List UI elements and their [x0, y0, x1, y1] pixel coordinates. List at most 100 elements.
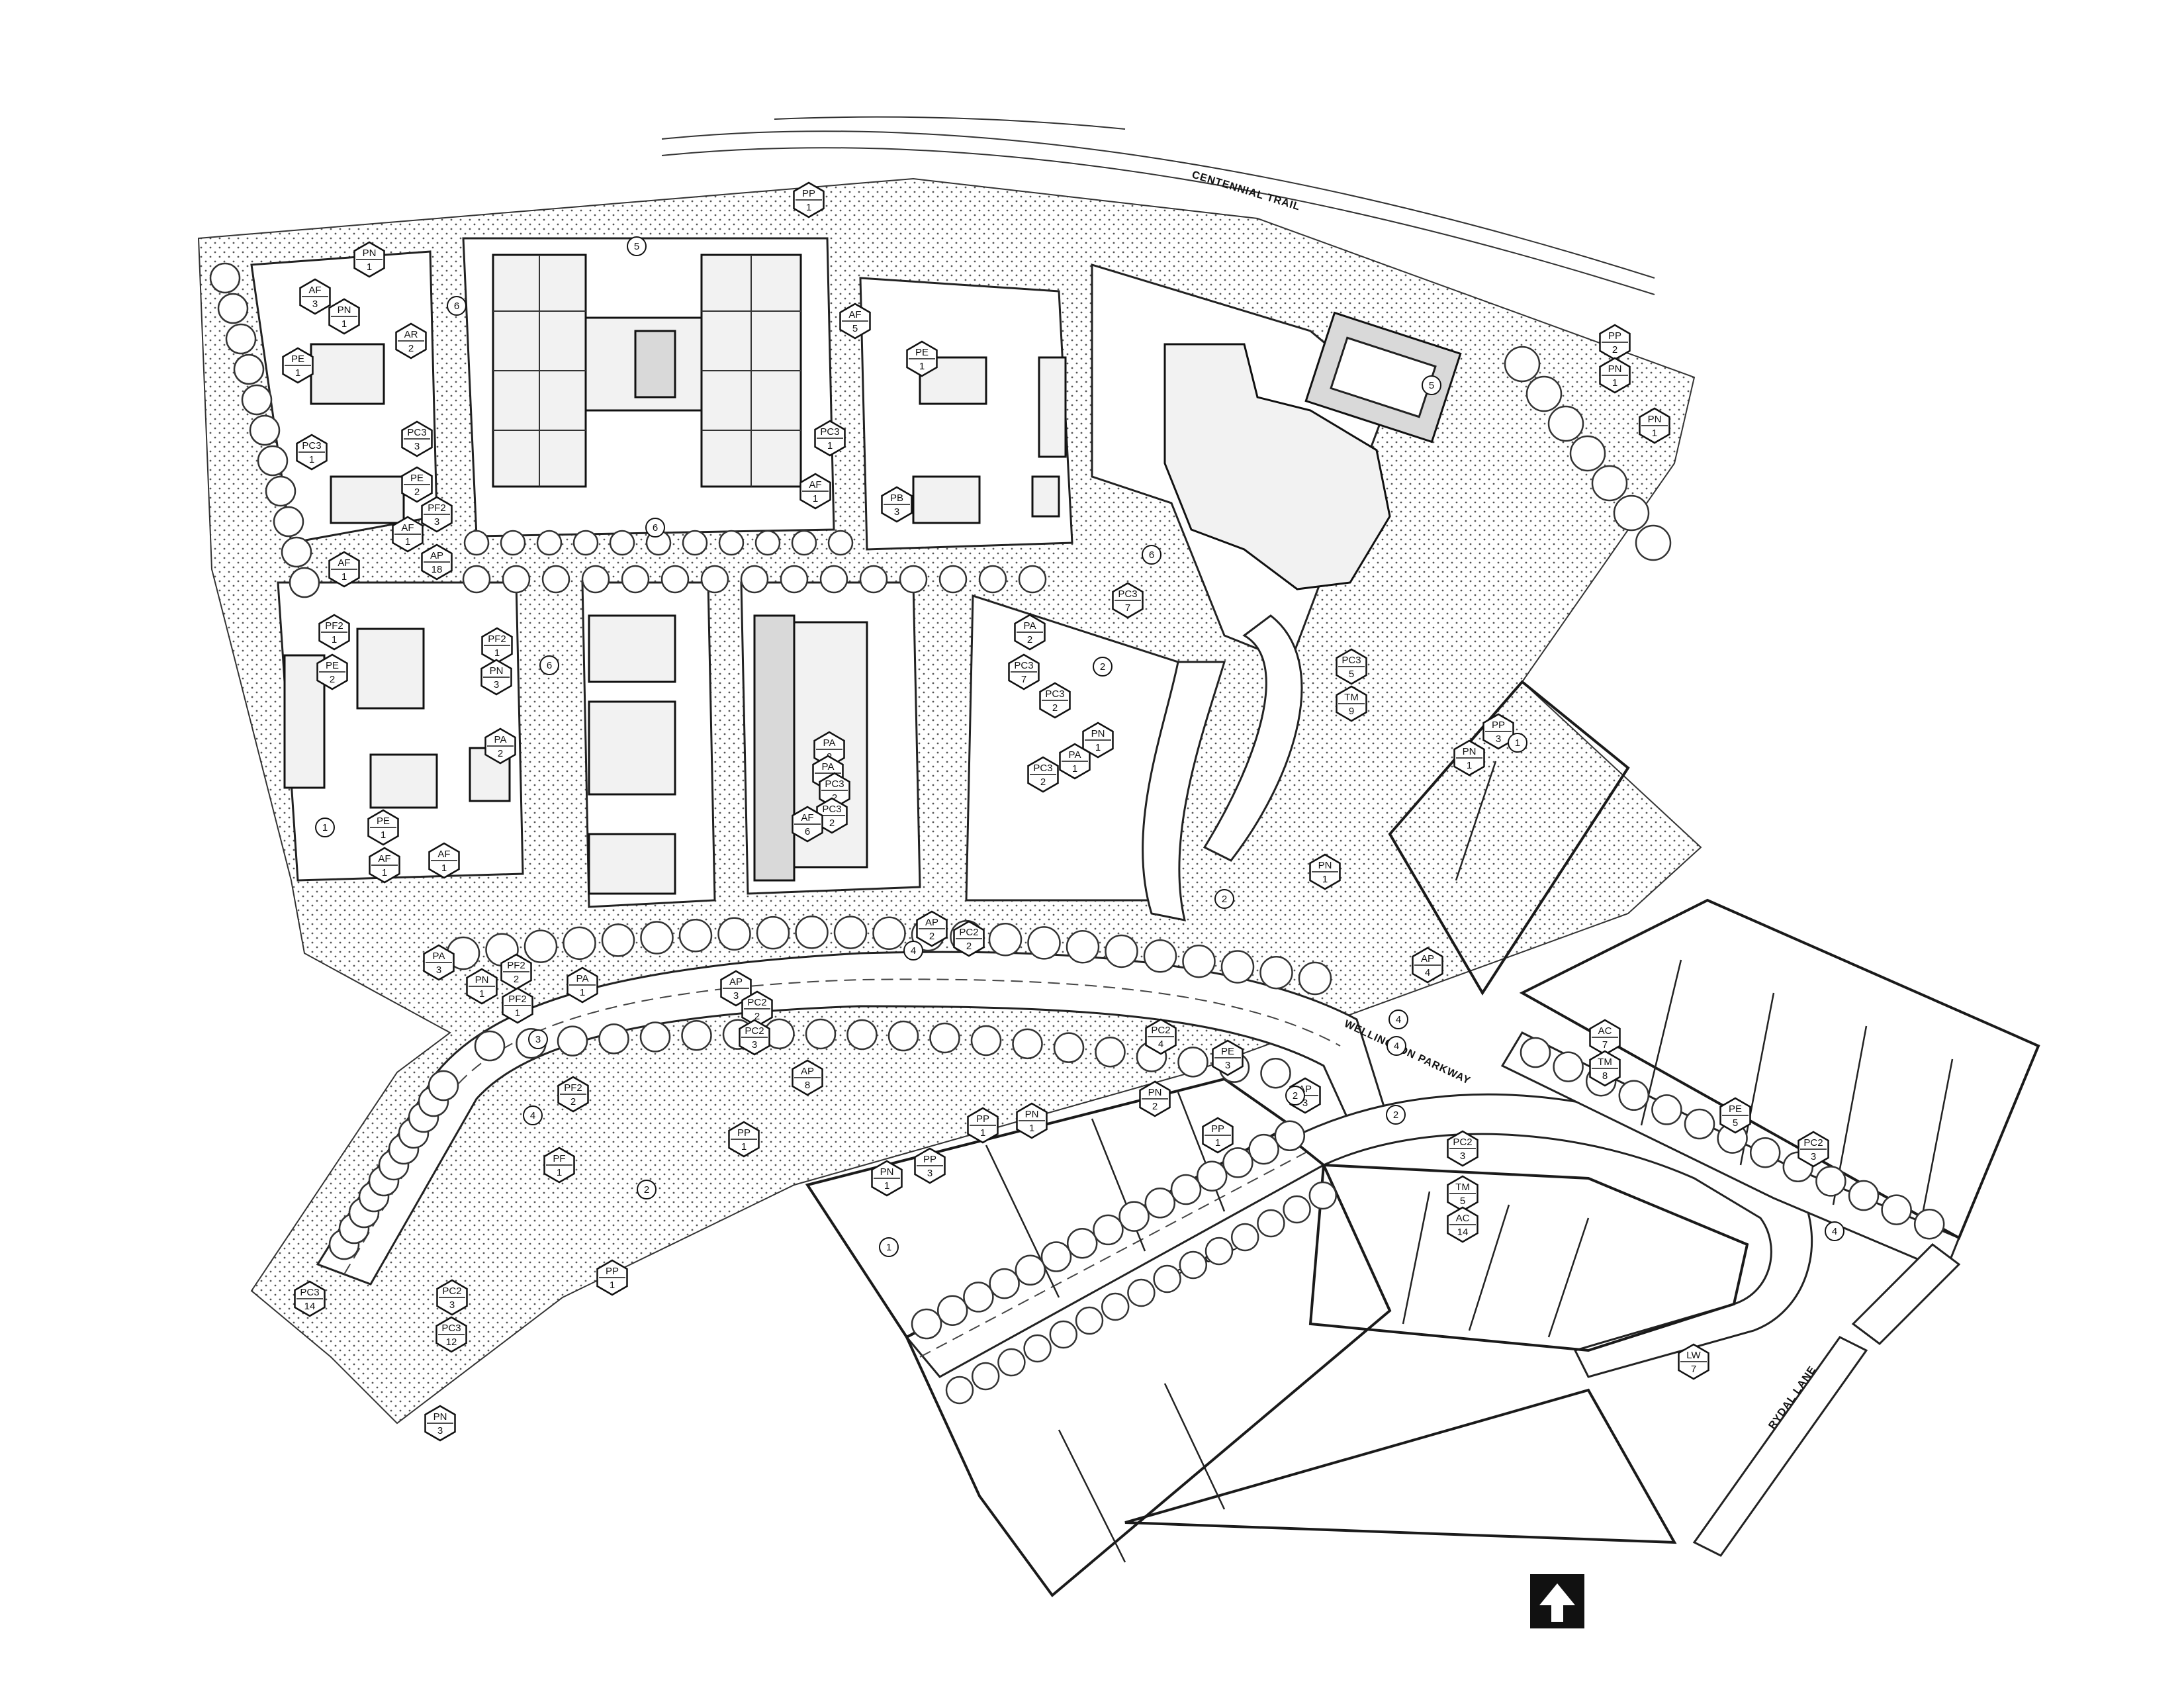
plant-tag-code: PN	[363, 248, 377, 259]
plant-tag-quantity: 3	[494, 679, 499, 690]
tree-symbol	[1520, 1037, 1551, 1068]
plant-tag: PP1	[793, 181, 825, 218]
detail-callout-circle	[1825, 1221, 1844, 1241]
plant-tag-quantity: 7	[1691, 1364, 1696, 1375]
tree-symbol	[780, 565, 809, 594]
plant-tag-code: PP	[1211, 1123, 1224, 1135]
plant-tag: AF 3	[299, 278, 331, 315]
plant-tag-code: PC2	[1803, 1137, 1823, 1149]
detail-callout-circle	[528, 1029, 548, 1049]
tree-symbol	[500, 530, 526, 556]
plant-tag-code: PF	[553, 1153, 565, 1164]
plant-tag-code: PC3	[1118, 588, 1137, 600]
plant-tag-quantity: 1	[1072, 763, 1077, 774]
detail-callout-number: 1	[886, 1242, 891, 1253]
plant-tag: PA 2	[484, 727, 516, 765]
detail-callout: 4	[523, 1105, 543, 1125]
tree-symbol	[1222, 1147, 1253, 1178]
tree-symbol	[572, 530, 599, 556]
tree-symbol	[1027, 926, 1061, 960]
detail-callout: 4	[1387, 1036, 1406, 1056]
detail-callout: 2	[1386, 1105, 1406, 1125]
tree-symbol	[819, 565, 848, 594]
plant-tag-code: PN	[475, 974, 489, 986]
tree-symbol	[536, 530, 563, 556]
north-arrow-icon	[1530, 1574, 1584, 1628]
detail-callout: 2	[1093, 657, 1113, 677]
tree-symbol	[1170, 1174, 1202, 1205]
plant-tag: AF6	[792, 806, 823, 843]
plant-tag: AF5	[839, 303, 871, 340]
plant-tag-quantity: 2	[1152, 1101, 1158, 1112]
plant-tag-quantity: 2	[498, 748, 503, 759]
plant-tag-code: PC3	[1014, 660, 1033, 671]
plant-tag-code: PN	[1463, 746, 1477, 757]
tree-symbol	[1066, 1227, 1098, 1259]
detail-callout: 5	[627, 236, 647, 256]
plant-tag-code: AF	[848, 309, 861, 320]
detail-callout-number: 1	[322, 822, 328, 833]
tree-symbol	[1182, 944, 1216, 978]
plant-tag-quantity: 12	[446, 1336, 457, 1348]
plant-tag-quantity: 1	[1029, 1123, 1034, 1134]
plant-tag-code: PF2	[508, 994, 527, 1005]
tree-symbol	[1248, 1133, 1279, 1165]
plant-tag: AR2	[395, 322, 427, 359]
tree-symbol	[265, 475, 296, 507]
plant-tag-quantity: 6	[805, 826, 810, 837]
plant-tag-code: PA	[494, 734, 507, 745]
tree-symbol	[1257, 1209, 1285, 1238]
plant-tag-code: AF	[308, 285, 321, 296]
tree-symbol	[1012, 1028, 1043, 1060]
plant-tag-quantity: 14	[304, 1301, 316, 1312]
plant-tag-quantity: 1	[295, 367, 300, 379]
plant-tag-code: PP	[606, 1266, 619, 1277]
plant-tag-quantity: 1	[441, 863, 447, 874]
plant-tag: TM9	[1336, 685, 1367, 722]
tree-symbol	[1144, 1188, 1176, 1219]
plant-tag-code: PC3	[441, 1323, 461, 1334]
plant-tag-code: PP	[923, 1154, 936, 1165]
plant-tag-code: AP	[1421, 953, 1434, 964]
plant-tag-code: AC	[1456, 1213, 1470, 1224]
plant-tag-quantity: 2	[966, 941, 972, 952]
tree-symbol	[541, 565, 570, 594]
plant-tag-quantity: 1	[381, 829, 386, 841]
plant-tag-quantity: 1	[1095, 742, 1101, 753]
plant-tag: PN1	[328, 298, 360, 335]
plant-tag-code: PA	[433, 951, 445, 962]
plant-tag-code: PC3	[407, 427, 426, 438]
plant-tag-code: AP	[801, 1066, 814, 1077]
detail-callout: 4	[903, 941, 923, 961]
detail-callout-number: 6	[547, 660, 552, 671]
plant-tag-code: PB	[890, 492, 903, 504]
detail-callout-number: 6	[653, 522, 658, 534]
detail-callout-circle	[1386, 1105, 1406, 1125]
detail-callout-number: 2	[1393, 1109, 1398, 1121]
plant-tag-code: PF2	[325, 620, 343, 632]
tree-symbol	[1684, 1108, 1715, 1140]
plant-tag-quantity: 3	[312, 299, 318, 310]
centennial-trail-label: CENTENNIAL TRAIL	[1191, 169, 1302, 213]
plant-tag-quantity: 9	[1349, 706, 1354, 717]
plant-tag-code: PC2	[745, 1025, 764, 1037]
tree-symbol	[257, 445, 289, 477]
plant-tag: PP2	[1599, 324, 1631, 361]
tree-symbol	[805, 1018, 837, 1050]
plant-tag-quantity: 1	[741, 1141, 747, 1152]
plant-tag: TM5	[1447, 1175, 1479, 1212]
plant-tag-code: PC3	[820, 426, 839, 438]
plant-tag: PE1	[282, 347, 314, 384]
detail-callout: 4	[1825, 1221, 1844, 1241]
tree-symbol	[233, 353, 265, 385]
plant-tag: LW7	[1678, 1343, 1709, 1380]
detail-callout-number: 4	[530, 1110, 535, 1121]
